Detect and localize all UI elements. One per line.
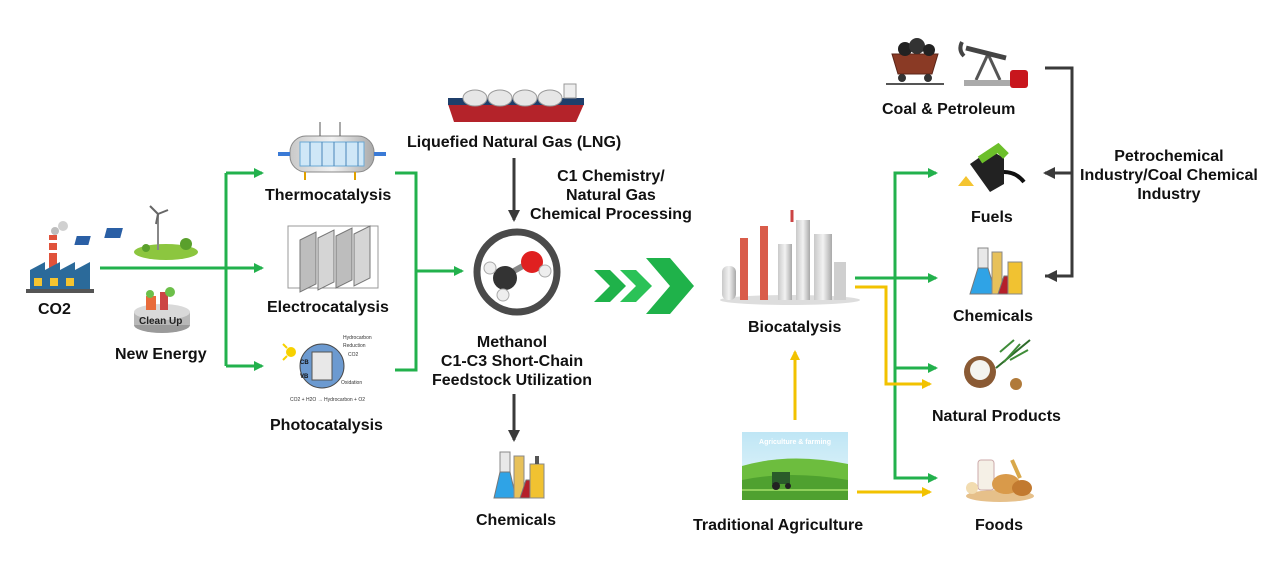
- new-energy-label: New Energy: [115, 346, 207, 363]
- agriculture-banner-text: Agriculture & farming: [759, 439, 831, 446]
- electrocatalysis-label: Electrocatalysis: [267, 299, 389, 316]
- clean-up-icon: [134, 287, 190, 333]
- oxidation-text: Oxidation: [341, 380, 362, 386]
- lng-label: Liquefied Natural Gas (LNG): [407, 134, 622, 151]
- green-arrows: [100, 168, 938, 483]
- photocatalysis-label: Photocatalysis: [270, 417, 383, 434]
- natural-products-label: Natural Products: [932, 408, 1061, 425]
- thermocatalysis-label: Thermocatalysis: [265, 187, 392, 204]
- foods-label: Foods: [975, 517, 1023, 534]
- vb-label: VB: [300, 374, 309, 380]
- electrolyzer-icon: [287, 225, 379, 293]
- petrochemical-label: Petrochemical Industry/Coal Chemical Ind…: [1080, 148, 1258, 203]
- factory-icon: [26, 221, 94, 293]
- biocatalysis-label: Biocatalysis: [748, 319, 842, 336]
- biorefinery-icon: [720, 210, 860, 305]
- c1-processing-label: C1 Chemistry/ Natural Gas Chemical Proce…: [530, 168, 692, 223]
- methanol-label: Methanol C1-C3 Short-Chain Feedstock Uti…: [432, 334, 593, 389]
- foods-icon: [966, 459, 1034, 502]
- lng-ship-icon: [448, 83, 584, 122]
- clean-up-label: Clean Up: [139, 316, 183, 327]
- reactor-icon: [278, 122, 386, 180]
- chemicals-bottom-label: Chemicals: [476, 512, 557, 529]
- dark-arrows: [508, 66, 1074, 442]
- chevron-arrows-icon: [594, 258, 694, 314]
- reduction-text: Reduction: [343, 343, 366, 349]
- oil-pump-icon: [958, 41, 1028, 88]
- fuels-label: Fuels: [971, 209, 1013, 226]
- co2-small-text: CO2: [348, 352, 359, 358]
- chemical-bottles-icon: [493, 451, 545, 499]
- photocatalysis-icon: CB VB Hydrocarbon Reduction CO2 Oxidatio…: [282, 335, 372, 403]
- chemicals-right-label: Chemicals: [953, 308, 1034, 325]
- coal-petroleum-label: Coal & Petroleum: [882, 101, 1016, 118]
- traditional-agriculture-label: Traditional Agriculture: [693, 517, 864, 534]
- farm-icon: Agriculture & farming: [742, 432, 848, 500]
- co2-label: CO2: [38, 301, 71, 318]
- wind-solar-icon: [74, 205, 198, 260]
- cb-label: CB: [300, 360, 309, 366]
- methanol-molecule-icon: [473, 228, 561, 316]
- natural-products-icon: [964, 339, 1031, 390]
- coal-cart-icon: [886, 38, 944, 85]
- hydrocarbon-text: Hydrocarbon: [343, 335, 372, 341]
- fuel-nozzle-icon: [958, 142, 1026, 192]
- equation-text: CO2 + H2O → Hydrocarbon + O2: [290, 397, 365, 403]
- chemical-bottles-icon: [969, 247, 1023, 295]
- yellow-arrows: [790, 285, 932, 497]
